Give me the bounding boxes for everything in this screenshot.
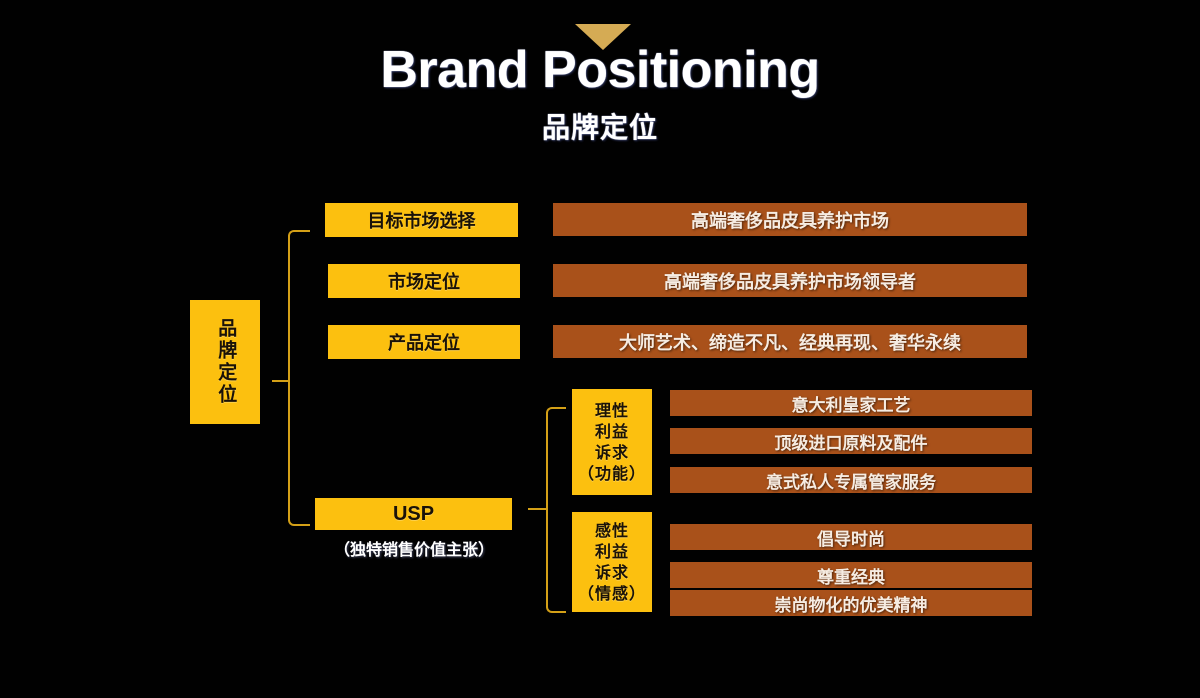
usp-item-rational: 意大利皇家工艺 bbox=[670, 390, 1032, 416]
triangle-down-icon bbox=[575, 24, 631, 50]
main-bracket-stem bbox=[272, 380, 290, 382]
usp-group-label-line: （情感） bbox=[577, 586, 646, 604]
usp-item-rational: 顶级进口原料及配件 bbox=[670, 428, 1032, 454]
usp-group-label-line: 感性 bbox=[594, 522, 629, 540]
usp-group-label-line: 诉求 bbox=[594, 565, 629, 582]
page-subtitle: 品牌定位 bbox=[541, 112, 658, 143]
usp-caption: （独特销售价值主张） bbox=[333, 542, 494, 559]
category-value-target-market: 高端奢侈品皮具养护市场 bbox=[553, 203, 1027, 236]
category-label-target-market: 目标市场选择 bbox=[325, 203, 518, 237]
usp-group-label-line: （功能） bbox=[577, 466, 646, 484]
usp-item-emotional: 尊重经典 bbox=[670, 562, 1032, 588]
page-title: Brand Positioning bbox=[380, 41, 820, 99]
usp-group-label-line: 理性 bbox=[594, 402, 629, 420]
category-label-product-positioning: 产品定位 bbox=[328, 325, 520, 359]
usp-item-emotional: 倡导时尚 bbox=[670, 524, 1032, 550]
usp-group-label-rational: 理性 利益 诉求 （功能） bbox=[572, 389, 652, 495]
category-label-usp: USP bbox=[315, 498, 512, 530]
category-label-market-positioning: 市场定位 bbox=[328, 264, 520, 298]
usp-group-label-line: 利益 bbox=[594, 543, 629, 561]
usp-group-label-line: 诉求 bbox=[594, 445, 629, 462]
usp-bracket bbox=[546, 407, 566, 613]
category-value-product-positioning: 大师艺术、缔造不凡、经典再现、奢华永续 bbox=[553, 325, 1027, 358]
root-label-box: 品牌定位 bbox=[190, 300, 260, 424]
usp-group-label-line: 利益 bbox=[594, 423, 629, 441]
usp-bracket-stem bbox=[528, 508, 548, 510]
usp-item-rational: 意式私人专属管家服务 bbox=[670, 467, 1032, 493]
usp-group-label-emotional: 感性 利益 诉求 （情感） bbox=[572, 512, 652, 612]
category-value-market-positioning: 高端奢侈品皮具养护市场领导者 bbox=[553, 264, 1027, 297]
main-bracket bbox=[288, 230, 310, 526]
usp-item-emotional: 崇尚物化的优美精神 bbox=[670, 590, 1032, 616]
root-label-text: 品牌定位 bbox=[215, 318, 237, 406]
